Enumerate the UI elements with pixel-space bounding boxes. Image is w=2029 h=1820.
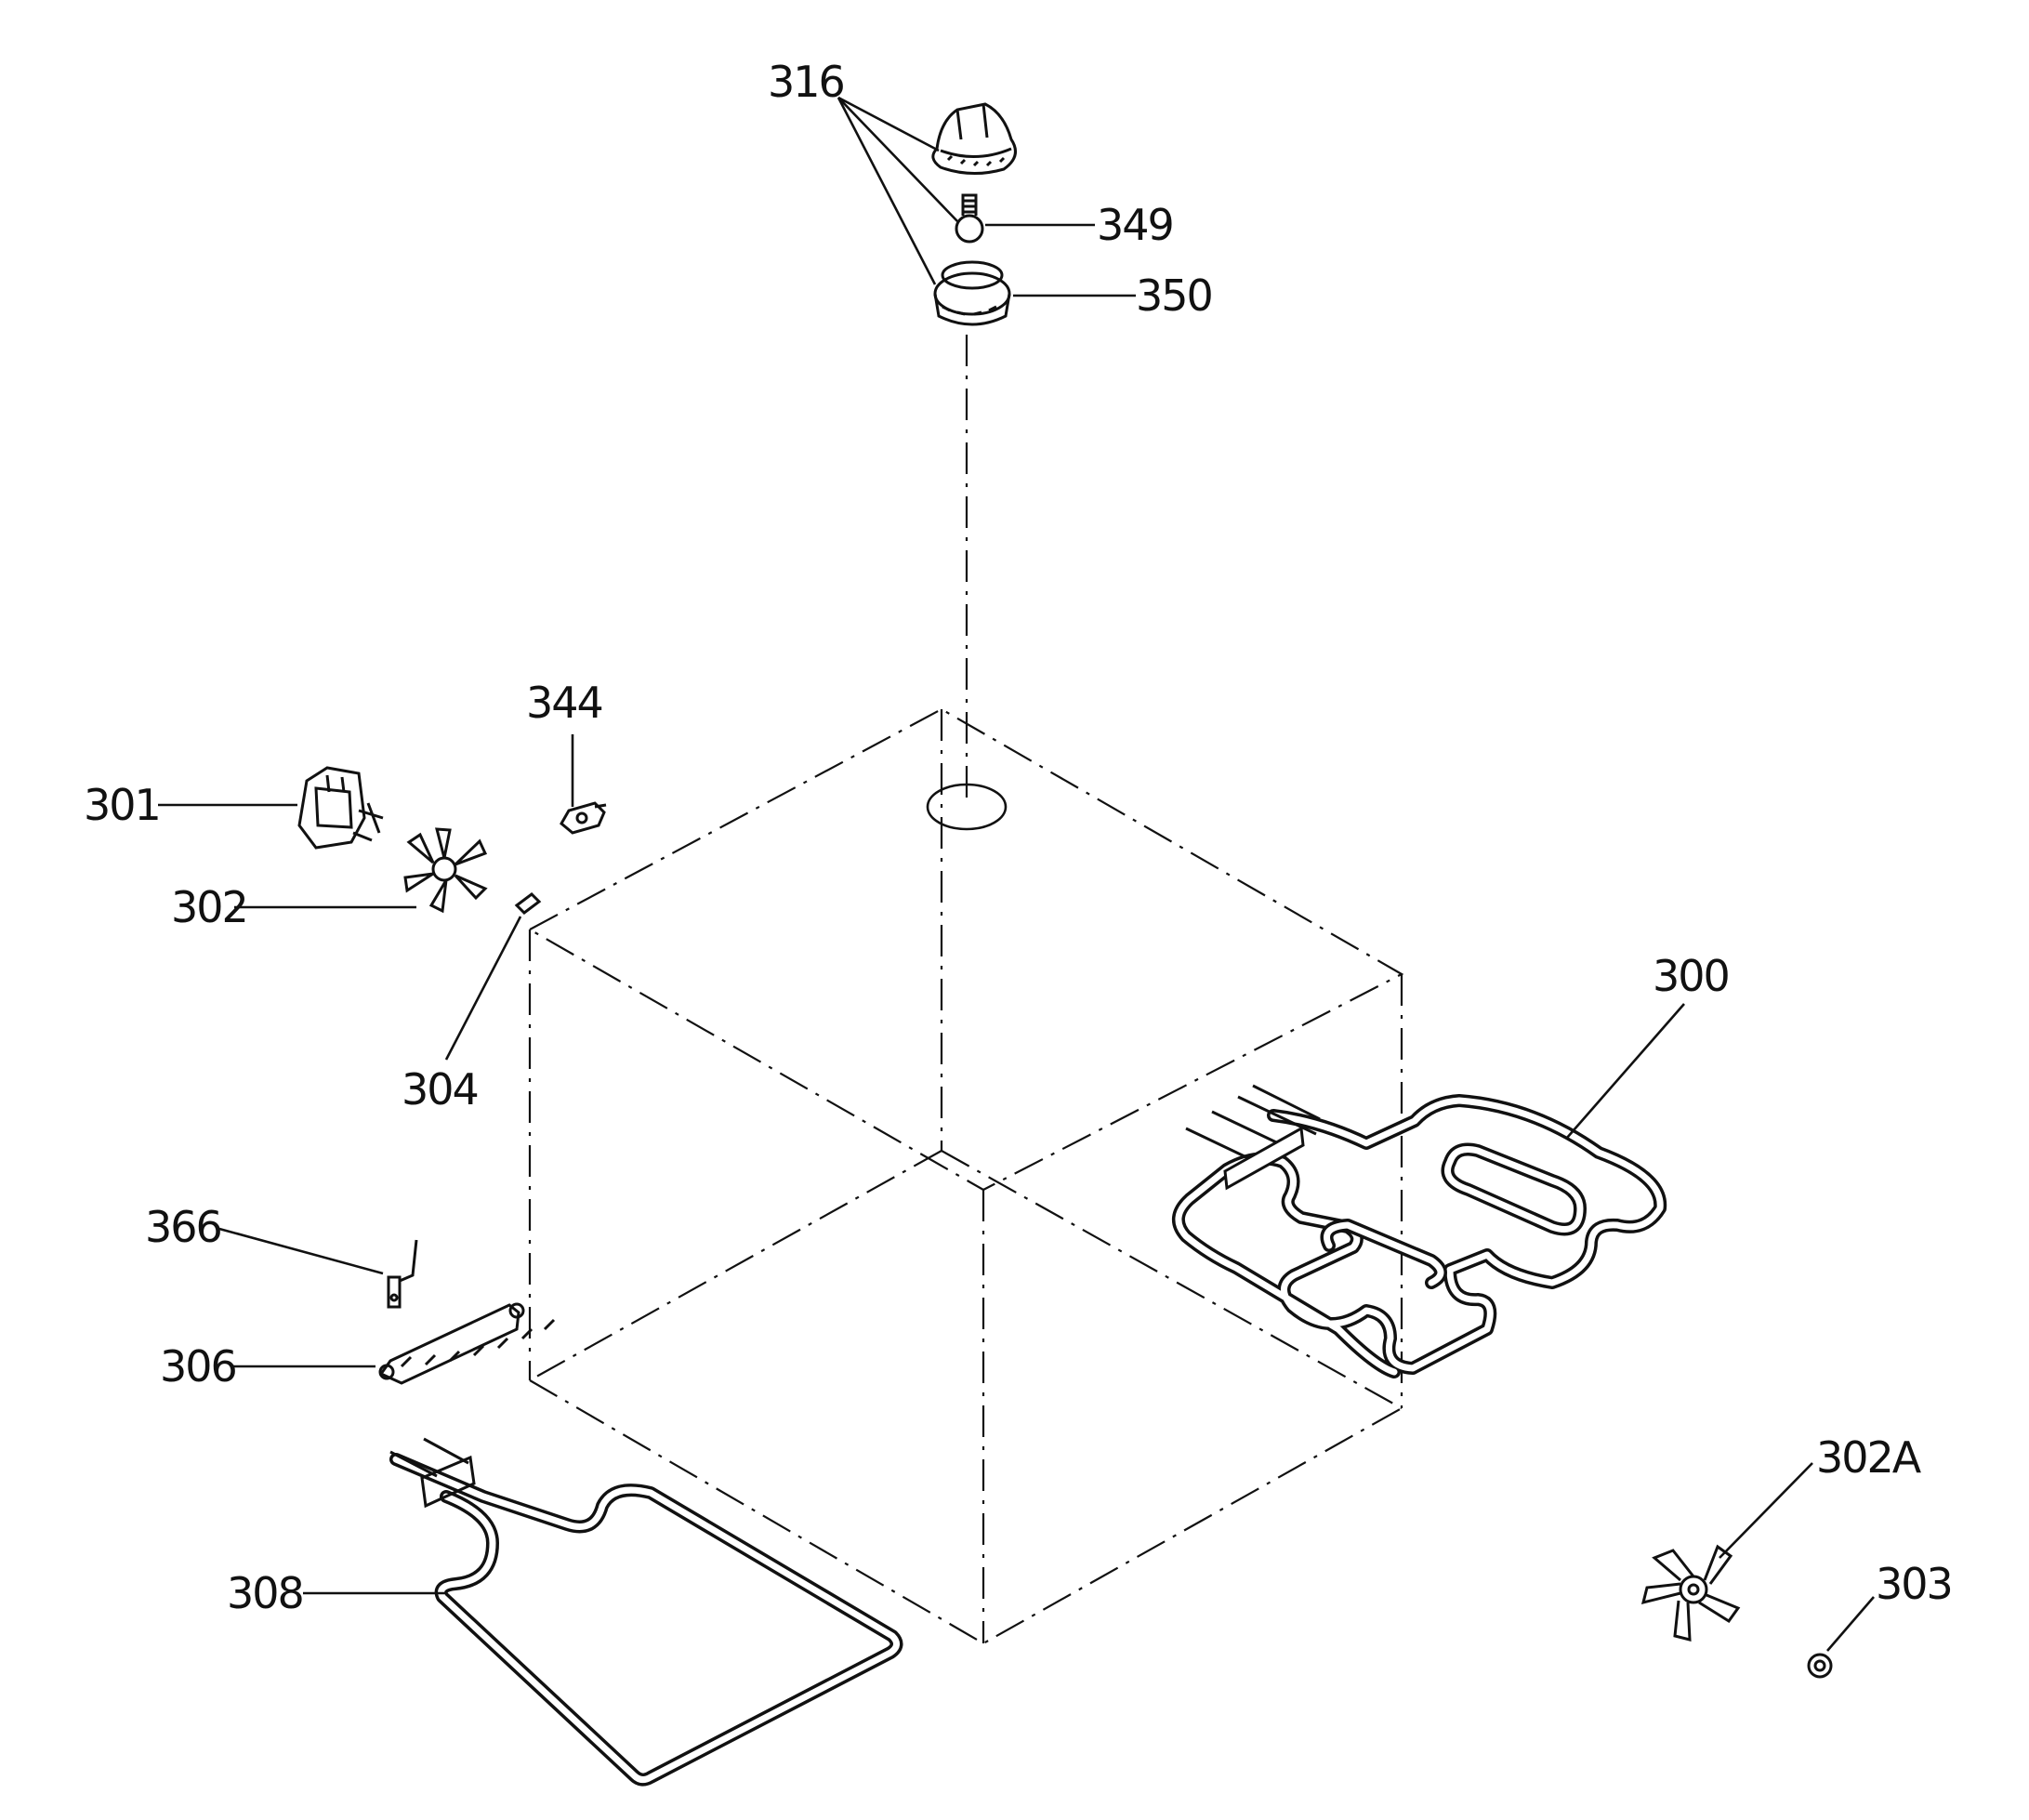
label-301: 301 (84, 780, 160, 830)
bracket-366-part (218, 1227, 418, 1309)
lamp-holder-part (933, 260, 1011, 326)
label-304: 304 (402, 1064, 478, 1114)
sensor-part (444, 892, 542, 1061)
label-350: 350 (1136, 270, 1212, 321)
lamp-leaders (837, 96, 1136, 297)
label-303: 303 (1876, 1559, 1952, 1609)
fan-blade-part (234, 827, 488, 914)
label-306: 306 (160, 1341, 236, 1391)
label-302a: 302A (1816, 1432, 1922, 1483)
terminal-block-part (232, 1302, 556, 1385)
lamp-bulb-part (955, 193, 984, 244)
label-302: 302 (171, 882, 247, 932)
lamp-cover-part (931, 102, 1017, 176)
label-316: 316 (768, 57, 844, 107)
label-300: 300 (1653, 951, 1729, 1001)
nut-303-part (1807, 1596, 1875, 1679)
label-308: 308 (227, 1568, 303, 1618)
fan-motor-part (158, 766, 384, 850)
label-366: 366 (145, 1202, 221, 1252)
bottom-heating-element-part (303, 1437, 903, 1787)
oven-cavity-outline (528, 335, 1404, 1645)
label-349: 349 (1097, 200, 1173, 250)
fan-302a-part (1640, 1462, 1813, 1642)
grill-heating-element-part (1172, 1003, 1685, 1378)
thermostat-bracket-part (560, 734, 607, 835)
label-344: 344 (526, 678, 602, 728)
